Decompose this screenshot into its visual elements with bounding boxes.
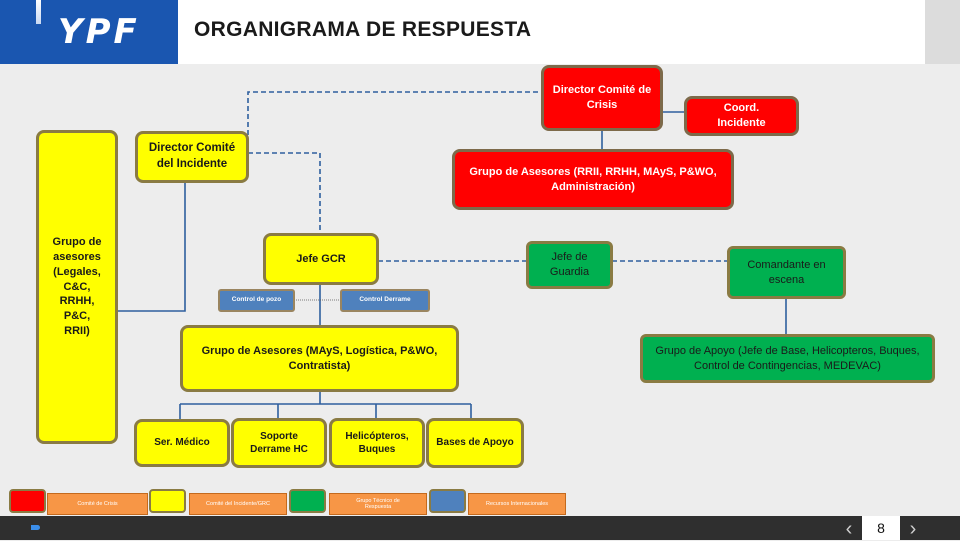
solid-connector <box>179 391 472 420</box>
node-director-incidente: Director Comité del Incidente <box>135 131 249 183</box>
page-title: ORGANIGRAMA DE RESPUESTA <box>194 18 532 41</box>
legend-label-incidente: Comité del Incidente/GRC <box>189 493 287 515</box>
dashed-connector <box>248 152 321 234</box>
node-control-derrame: Control Derrame <box>340 289 430 312</box>
header-bar: YPF ORGANIGRAMA DE RESPUESTA <box>0 0 925 64</box>
node-bases-apoyo: Bases de Apoyo <box>426 418 524 468</box>
node-coord-incidente: Coord. Incidente <box>684 96 799 136</box>
legend-label-tecnico: Grupo Técnico de Respuesta <box>329 493 427 515</box>
logo-text: YPF <box>58 12 140 52</box>
dashed-connector <box>247 91 542 135</box>
node-grupo-apoyo: Grupo de Apoyo (Jefe de Base, Helicopter… <box>640 334 935 383</box>
legend-swatch-yellow <box>149 489 186 513</box>
ypf-logo: YPF <box>0 0 178 64</box>
node-jefe-gcr: Jefe GCR <box>263 233 379 285</box>
legend-swatch-green <box>289 489 326 513</box>
node-asesores-gcr: Grupo de Asesores (MAyS, Logística, P&WO… <box>180 325 459 392</box>
legend-label-crisis: Comité de Crisis <box>47 493 148 515</box>
legend-swatch-blue <box>429 489 466 513</box>
node-comandante: Comandante en escena <box>727 246 846 299</box>
logo-flag-icon <box>36 0 41 24</box>
node-helicopteros: Helicópteros, Buques <box>329 418 425 468</box>
solid-connector <box>115 182 186 312</box>
node-control-pozo: Control de pozo <box>218 289 295 312</box>
node-ser-medico: Ser. Médico <box>134 419 230 467</box>
node-soporte-derrame: Soporte Derrame HC <box>231 418 327 468</box>
page-number: 8 <box>862 516 900 540</box>
legend-swatch-red <box>9 489 46 513</box>
node-jefe-guardia: Jefe de Guardia <box>526 241 613 289</box>
header-side-strip <box>925 0 960 64</box>
node-director-crisis: Director Comité de Crisis <box>541 65 663 131</box>
node-asesores-legales: Grupo de asesores (Legales, C&C, RRHH, P… <box>36 130 118 444</box>
footer-bar <box>0 516 960 540</box>
node-asesores-crisis: Grupo de Asesores (RRII, RRHH, MAyS, P&W… <box>452 149 734 210</box>
legend-label-recursos: Recursos Internacionales <box>468 493 566 515</box>
next-page-chevron-right-icon[interactable]: › <box>909 517 917 540</box>
prev-page-chevron-left-icon[interactable]: ‹ <box>845 517 853 540</box>
pencil-icon <box>31 525 40 530</box>
